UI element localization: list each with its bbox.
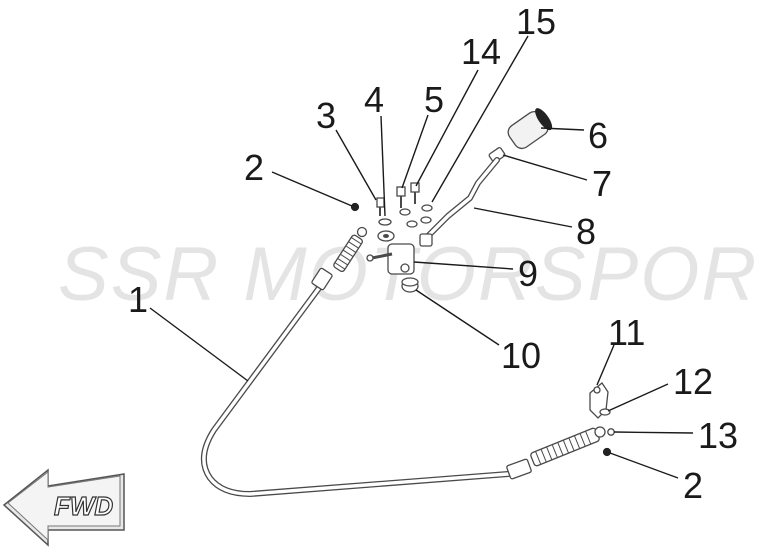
lever-nut <box>488 147 506 163</box>
shift-cable <box>201 226 606 497</box>
cable-clip-lower <box>602 447 612 457</box>
shifter-bracket <box>366 233 433 275</box>
shift-knob <box>507 108 553 150</box>
fwd-label: FWD <box>54 491 113 521</box>
callout-14: 14 <box>461 31 501 72</box>
callout-11: 11 <box>608 312 645 353</box>
callout-2-upper: 2 <box>244 147 264 188</box>
nut-13 <box>607 428 615 436</box>
cable-clip-upper <box>350 202 360 212</box>
callout-15: 15 <box>516 1 556 42</box>
callout-6: 6 <box>588 115 608 156</box>
callout-4: 4 <box>364 79 384 120</box>
small-bolt <box>376 197 385 216</box>
bushing <box>401 277 419 293</box>
callout-3: 3 <box>316 95 336 136</box>
bolt-5 <box>396 186 411 216</box>
callout-9: 9 <box>518 253 538 294</box>
callout-10: 10 <box>501 335 541 376</box>
washer-15 <box>420 204 433 224</box>
callout-1: 1 <box>128 279 148 320</box>
callout-7: 7 <box>592 163 612 204</box>
bolt-14 <box>406 182 420 228</box>
spacer-washer <box>377 218 395 242</box>
shift-lever <box>421 157 500 243</box>
callout-5: 5 <box>424 79 444 120</box>
callout-2-lower: 2 <box>683 465 703 506</box>
callout-8: 8 <box>576 211 596 252</box>
callout-13: 13 <box>698 415 738 456</box>
washer-12 <box>599 408 611 416</box>
callout-12: 12 <box>673 361 713 402</box>
leader-lines <box>149 35 694 479</box>
fwd-arrow-icon: FWD <box>2 468 125 547</box>
